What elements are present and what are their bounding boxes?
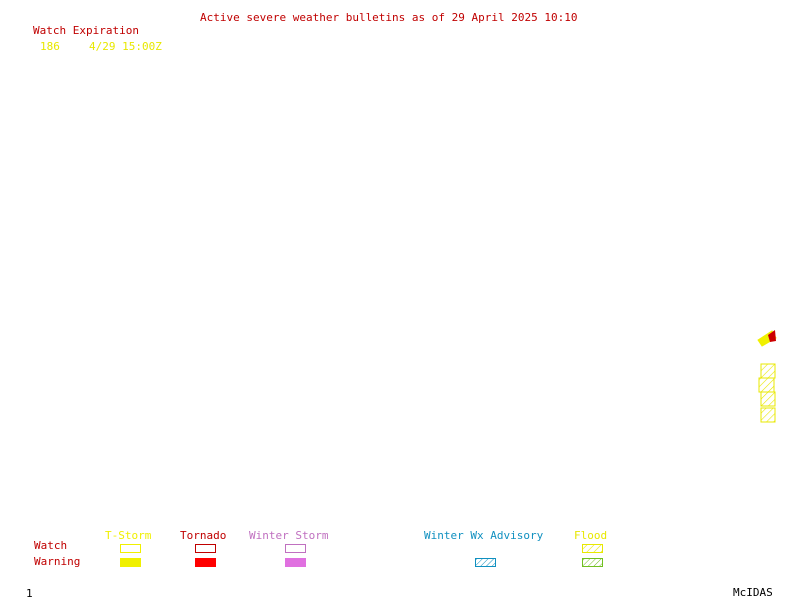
legend-flood-label: Flood <box>574 529 608 542</box>
mcidas-brand: McIDAS <box>733 586 773 599</box>
legend-tstorm-watch-swatch <box>120 544 141 553</box>
legend-winter-storm-watch-swatch <box>285 544 306 553</box>
watch-number: 186 <box>40 40 60 53</box>
legend-tornado-label: Tornado <box>180 529 227 542</box>
legend-flood-watch-swatch <box>582 544 603 553</box>
legend-tornado-watch-swatch <box>195 544 216 553</box>
legend-flood-warning-swatch <box>582 558 603 567</box>
tornado-warning-polygon <box>768 330 776 342</box>
frame-number: 1 <box>26 587 33 600</box>
legend-warning-label: Warning <box>34 555 81 568</box>
legend-tstorm-label: T-Storm <box>105 529 152 542</box>
legend-tstorm-warning-swatch <box>120 558 141 567</box>
legend-winter-advisory-swatch <box>475 558 496 567</box>
legend-tornado-warning-swatch <box>195 558 216 567</box>
legend-winter-storm-warning-swatch <box>285 558 306 567</box>
watch-table-heading: Watch Expiration <box>33 24 139 37</box>
legend-winter-storm-label: Winter Storm <box>249 529 329 542</box>
flood-warning-polygons <box>758 363 776 423</box>
legend-swatches <box>120 544 603 567</box>
bulletin-title: Active severe weather bulletins as of 29… <box>200 11 578 24</box>
watch-expiration: 4/29 15:00Z <box>89 40 162 53</box>
legend-watch-label: Watch <box>34 539 68 552</box>
legend-winter-advisory-label: Winter Wx Advisory <box>424 529 544 542</box>
